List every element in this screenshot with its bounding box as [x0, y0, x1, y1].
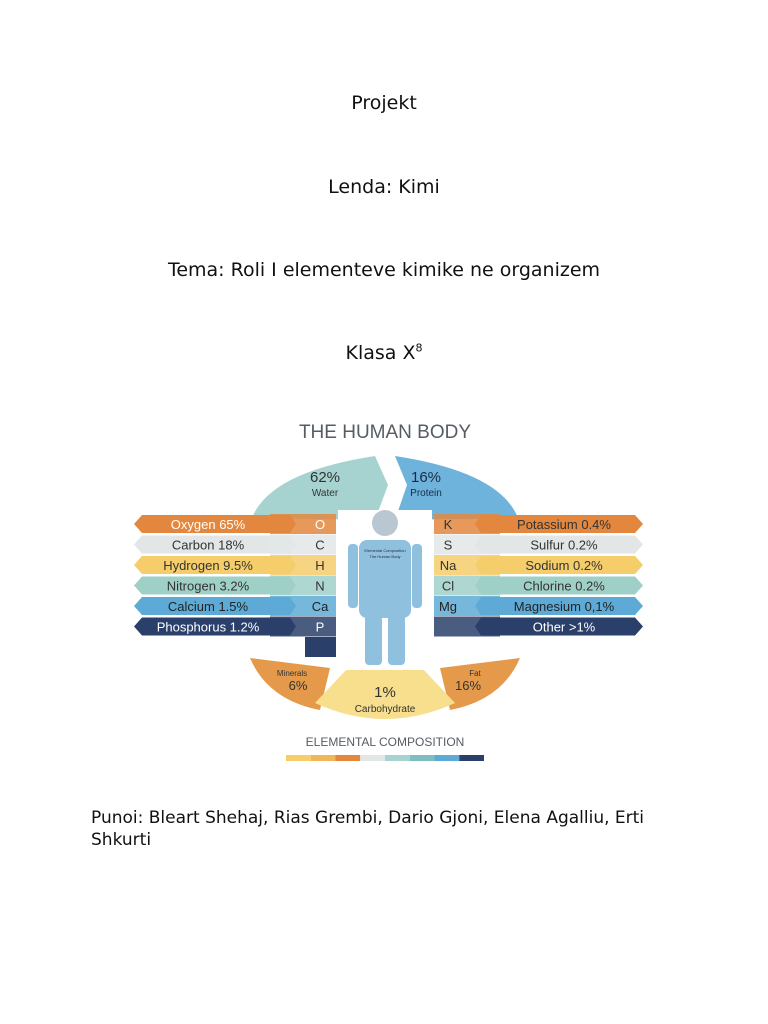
- left-row-band: [134, 617, 296, 636]
- body-card-title: Elemental Composition: [364, 548, 405, 553]
- palette-swatch: [434, 755, 460, 761]
- right-element-label: Sulfur 0.2%: [530, 538, 598, 553]
- palette-swatch: [409, 755, 435, 761]
- palette-swatch: [459, 755, 484, 761]
- right-row-band: [475, 515, 643, 533]
- left-element-label: Hydrogen 9.5%: [163, 558, 253, 573]
- water-segment: [252, 456, 388, 520]
- left-row-connector: [270, 514, 336, 534]
- torso-shape: [359, 540, 411, 618]
- left-element-symbol: N: [315, 579, 324, 594]
- right-arm-shape: [412, 544, 422, 608]
- left-row-band: [134, 556, 296, 574]
- right-element-symbol: S: [444, 538, 453, 553]
- left-element-label: Nitrogen 3.2%: [167, 579, 250, 594]
- fat-label: Fat: [469, 669, 481, 678]
- doc-class: Klasa X8: [0, 342, 768, 364]
- body-card-subtitle: The Human Body: [369, 554, 400, 559]
- minerals-segment: [250, 658, 330, 710]
- minerals-value: 6%: [289, 678, 308, 693]
- palette-swatch: [335, 755, 361, 761]
- left-element-symbol: Ca: [312, 599, 329, 614]
- protein-segment: [395, 456, 518, 520]
- left-row-band: [134, 515, 296, 533]
- palette-swatch: [310, 755, 336, 761]
- left-row-band: [134, 597, 296, 615]
- right-element-label: Sodium 0.2%: [525, 558, 603, 573]
- left-row-connector: [270, 534, 336, 555]
- doc-heading: Projekt: [351, 92, 417, 114]
- right-row-band: [475, 556, 643, 574]
- palette-swatch: [286, 755, 311, 761]
- right-row-band: [475, 576, 643, 595]
- left-leg-shape: [365, 615, 382, 665]
- right-element-symbol: Na: [440, 558, 457, 573]
- left-row-connector: [270, 555, 336, 575]
- left-row-connector: [270, 596, 336, 616]
- left-element-label: Phosphorus 1.2%: [157, 620, 260, 635]
- fat-segment: [440, 658, 520, 710]
- right-leg-shape: [388, 615, 405, 665]
- water-label: Water: [312, 488, 339, 499]
- palette-swatch: [385, 755, 410, 761]
- left-element-label: Calcium 1.5%: [168, 599, 249, 614]
- right-element-symbol: Cl: [442, 579, 454, 594]
- minerals-label: Minerals: [277, 669, 307, 678]
- right-row-band: [475, 597, 643, 615]
- right-element-symbol: K: [444, 517, 453, 532]
- right-element-label: Magnesium 0,1%: [514, 599, 615, 614]
- right-element-label: Other >1%: [533, 620, 596, 635]
- infographic-svg: THE HUMAN BODY 62% Water 16% ProteinMinerals…: [134, 422, 643, 761]
- protein-label: Protein: [410, 488, 442, 499]
- class-label: Klasa X: [345, 342, 416, 364]
- right-row-band: [475, 617, 643, 636]
- left-element-symbol: C: [315, 538, 324, 553]
- right-element-symbol: Mg: [439, 599, 457, 614]
- left-element-symbol: O: [315, 517, 325, 532]
- left-element-symbol: P: [316, 620, 325, 635]
- left-element-symbol: H: [315, 558, 324, 573]
- right-element-label: Chlorine 0.2%: [523, 579, 605, 594]
- palette-swatch: [360, 755, 385, 761]
- left-row-connector: [270, 575, 336, 596]
- infographic-title: THE HUMAN BODY: [299, 422, 471, 443]
- left-row-connector: [270, 616, 336, 637]
- left-row-band: [134, 535, 296, 554]
- doc-topic: Tema: Roli I elementeve kimike ne organi…: [167, 259, 601, 281]
- doc-subject: Lenda: Kimi: [328, 176, 440, 198]
- authors-line: Punoi: Bleart Shehaj, Rias Grembi, Dario…: [91, 808, 645, 850]
- fat-value: 16%: [455, 678, 481, 693]
- carbohydrate-label: Carbohydrate: [355, 704, 416, 715]
- class-superscript: 8: [415, 341, 423, 355]
- left-element-label: Carbon 18%: [172, 538, 245, 553]
- protein-value: 16%: [411, 469, 441, 486]
- carbohydrate-segment: [315, 668, 455, 719]
- infographic-footer: ELEMENTAL COMPOSITION: [306, 735, 465, 749]
- right-row-band: [475, 535, 643, 554]
- left-row-band: [134, 576, 296, 595]
- water-value: 62%: [310, 469, 340, 486]
- left-row-extra-band: [305, 637, 336, 657]
- carbohydrate-value: 1%: [374, 684, 396, 701]
- right-element-label: Potassium 0.4%: [517, 517, 611, 532]
- left-arm-shape: [348, 544, 358, 608]
- head-shape: [372, 510, 398, 536]
- left-element-label: Oxygen 65%: [171, 517, 246, 532]
